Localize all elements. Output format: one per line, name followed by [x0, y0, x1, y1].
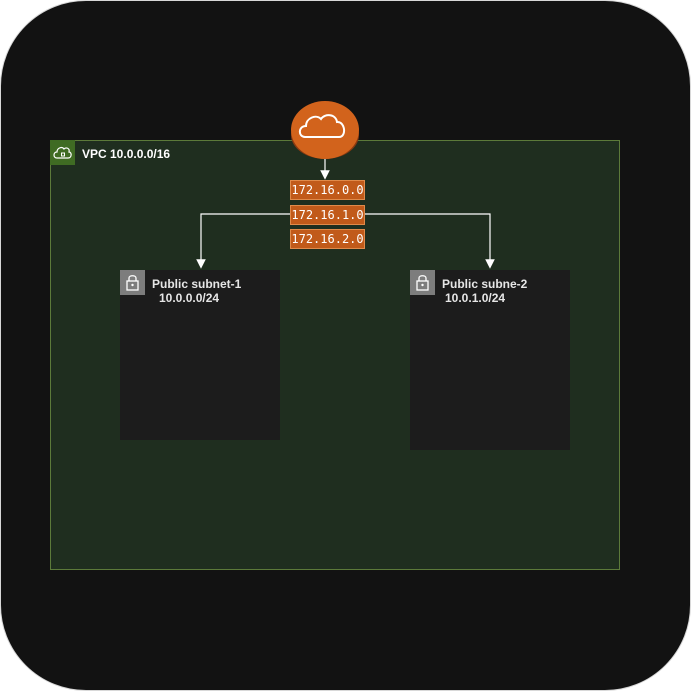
route-entry[interactable]: 172.16.2.0 — [290, 229, 365, 249]
subnet-1-cidr: 10.0.0.0/24 — [159, 291, 220, 305]
route-entry[interactable]: 172.16.1.0 — [290, 205, 365, 225]
route-to-subnet-1-connector — [196, 213, 290, 269]
subnet-2-cidr: 10.0.1.0/24 — [445, 291, 506, 305]
subnet-2-title: Public subne-2 — [442, 277, 528, 291]
lock-icon — [410, 270, 435, 295]
subnet-1-title: Public subnet-1 — [152, 277, 242, 291]
subnet-2[interactable] — [410, 270, 570, 450]
internet-gateway-cloud-icon — [291, 101, 359, 159]
vpc-cloud-icon — [50, 140, 75, 165]
lock-icon — [120, 270, 145, 295]
vpc-label: VPC 10.0.0.0/16 — [82, 147, 171, 161]
subnet-1[interactable] — [120, 270, 280, 440]
route-to-subnet-2-connector — [365, 213, 495, 269]
route-entry[interactable]: 172.16.0.0 — [290, 180, 365, 200]
